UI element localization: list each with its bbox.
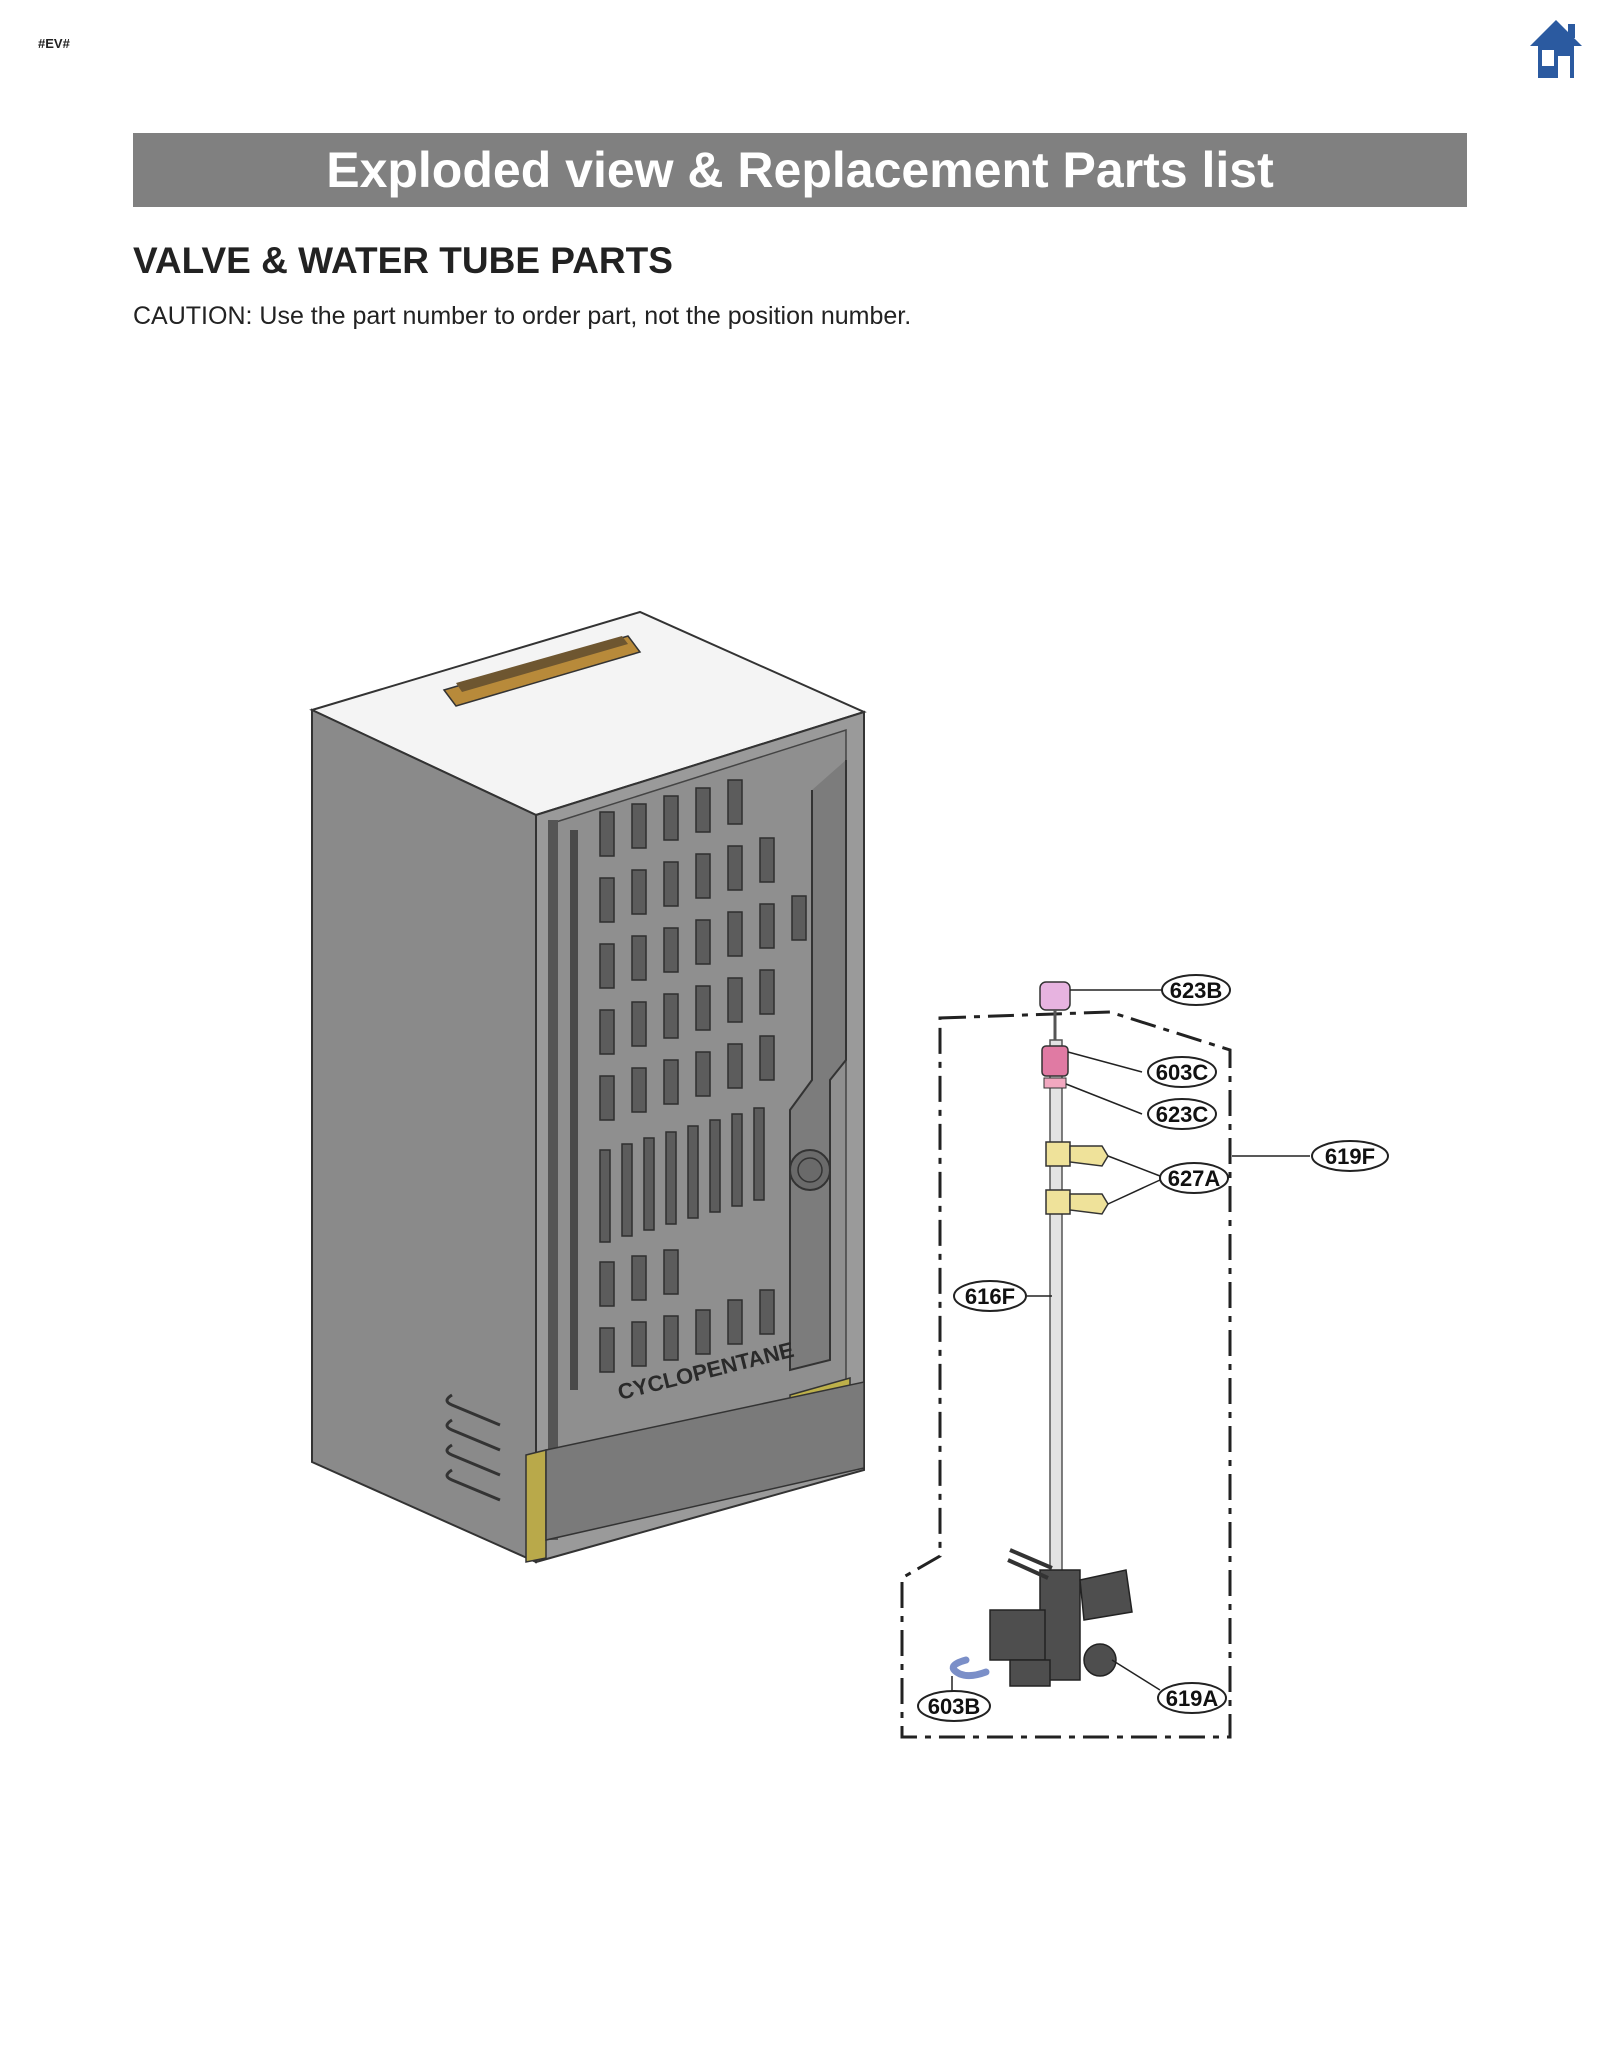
svg-text:619F: 619F <box>1325 1144 1375 1169</box>
svg-text:616F: 616F <box>965 1284 1015 1309</box>
svg-text:603C: 603C <box>1156 1060 1209 1085</box>
caution-note: CAUTION: Use the part number to order pa… <box>133 302 912 330</box>
page-title: Exploded view & Replacement Parts list <box>133 133 1467 207</box>
home-icon[interactable] <box>1528 18 1584 80</box>
callout-603C[interactable]: 603C <box>1147 1056 1217 1088</box>
section-title: VALVE & WATER TUBE PARTS <box>133 240 673 281</box>
svg-text:623C: 623C <box>1156 1102 1209 1127</box>
callout-603B[interactable]: 603B <box>917 1690 991 1722</box>
svg-text:623B: 623B <box>1170 978 1223 1003</box>
svg-text:627A: 627A <box>1168 1166 1221 1191</box>
callout-619A[interactable]: 619A <box>1157 1682 1227 1714</box>
callout-623C[interactable]: 623C <box>1147 1098 1217 1130</box>
callout-623B[interactable]: 623B <box>1161 974 1231 1006</box>
callout-619F[interactable]: 619F <box>1311 1140 1389 1172</box>
water-tube-assembly <box>900 981 1310 1739</box>
svg-text:619A: 619A <box>1166 1686 1219 1711</box>
part-callouts: 623B 603C 623C 627A 619F 616F 603B 619A <box>917 974 1389 1722</box>
refrigerator-cabinet: CYCLOPENTANE <box>309 610 867 1564</box>
document-tag: #EV# <box>38 36 70 51</box>
svg-text:603B: 603B <box>928 1694 981 1719</box>
callout-627A[interactable]: 627A <box>1159 1162 1229 1194</box>
callout-616F[interactable]: 616F <box>953 1280 1027 1312</box>
